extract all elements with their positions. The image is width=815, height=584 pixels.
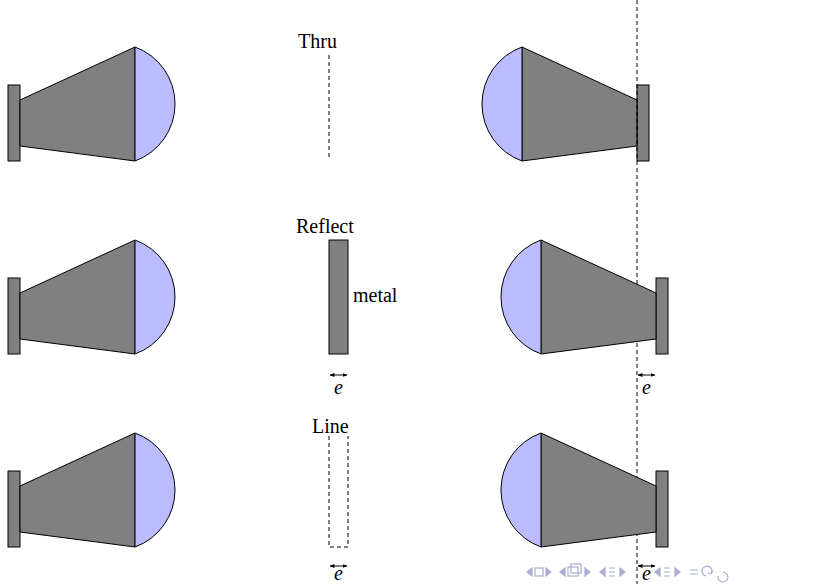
line-section: [329, 433, 348, 547]
offset-symbol: e: [641, 377, 652, 397]
step-title: Reflect: [295, 216, 355, 236]
horn-antenna: [8, 47, 175, 161]
horn-antenna: [501, 240, 668, 354]
material-label: metal: [352, 285, 398, 305]
horn-antenna: [501, 433, 668, 547]
offset-arrow: [638, 375, 655, 376]
step-title: Thru: [297, 31, 338, 51]
metal-plate: [329, 240, 348, 354]
offset-symbol: e: [333, 563, 344, 583]
horn-antenna: [8, 433, 175, 547]
horn-antenna: [482, 47, 649, 161]
navigation-symbols: [527, 564, 728, 582]
offset-symbol: e: [333, 377, 344, 397]
step-title: Line: [311, 416, 350, 436]
offset-symbol: e: [641, 563, 652, 583]
horn-antenna: [8, 240, 175, 354]
offset-arrow: [330, 375, 347, 376]
reference-plane: [329, 55, 330, 160]
